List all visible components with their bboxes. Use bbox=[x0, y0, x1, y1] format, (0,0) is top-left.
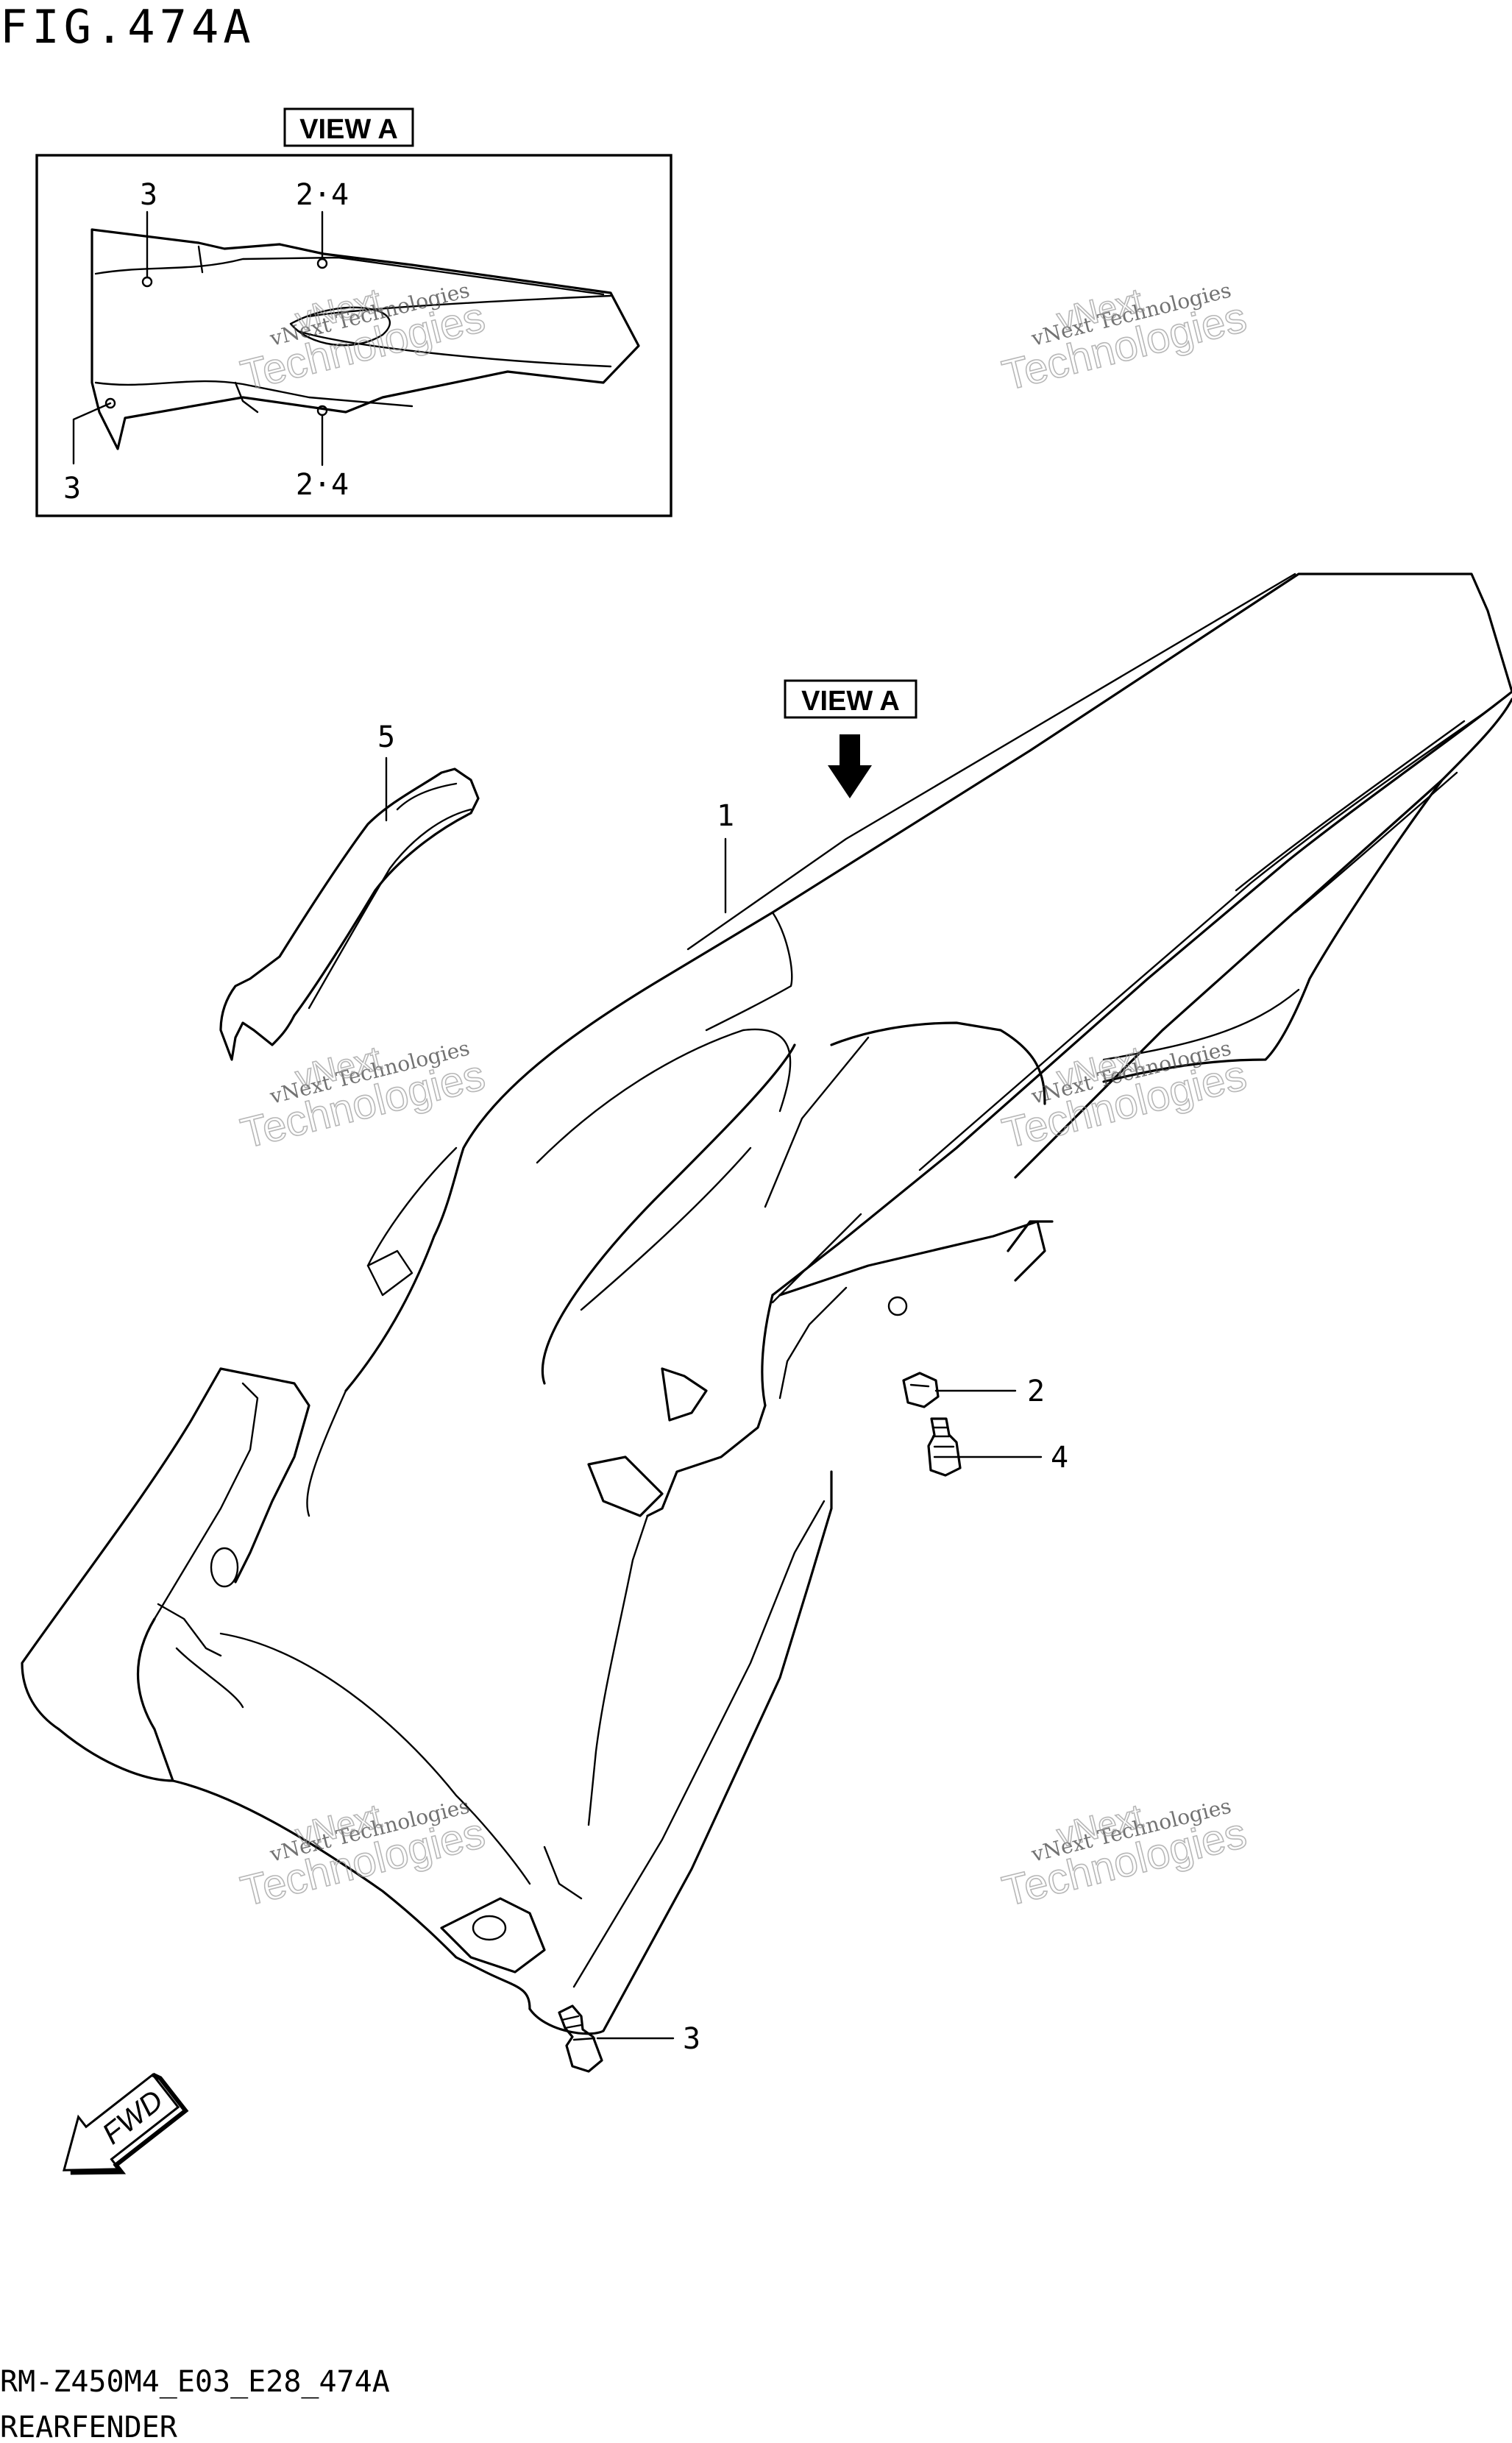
rear-fender-drawing bbox=[21, 572, 1512, 2035]
view-a-arrow-group: VIEW A bbox=[784, 679, 918, 798]
callout-24-inset-bottom: 2·4 bbox=[296, 468, 349, 502]
view-a-frame bbox=[35, 154, 672, 517]
inset-fender-outline bbox=[90, 228, 640, 450]
callout-part-1: 1 bbox=[717, 799, 734, 833]
footer-name: REARFENDER bbox=[0, 2411, 178, 2443]
callout-24-inset-top: 2·4 bbox=[296, 178, 349, 212]
callout-part-5: 5 bbox=[377, 720, 395, 754]
callout-part-3: 3 bbox=[683, 2022, 700, 2056]
view-a-arrow-label: VIEW A bbox=[801, 686, 900, 717]
bolt-part-4 bbox=[927, 1417, 962, 1477]
callout-part-4: 4 bbox=[1051, 1441, 1068, 1475]
view-a-label: VIEW A bbox=[299, 114, 398, 145]
down-arrow-icon bbox=[828, 734, 872, 798]
watermark: vNext Technologies vNext Technologies vN… bbox=[235, 277, 1252, 1916]
view-a-label-box bbox=[283, 107, 414, 147]
bolt-part-3 bbox=[558, 2004, 603, 2073]
fwd-arrow-icon: FWD bbox=[62, 2072, 189, 2175]
figure-title: FIG.474A bbox=[0, 0, 255, 54]
view-a-inset: VIEW A 3 2·4 3 2·4 bbox=[35, 107, 672, 517]
footer-code: RM-Z450M4_E03_E28_474A bbox=[0, 2365, 390, 2399]
nut-part-2 bbox=[902, 1372, 940, 1408]
callout-3-inset-bottom: 3 bbox=[63, 472, 81, 506]
callout-part-2: 2 bbox=[1027, 1375, 1045, 1408]
view-a-arrow-box bbox=[784, 679, 918, 719]
callout-3-inset-top: 3 bbox=[140, 178, 157, 212]
part-5-clip bbox=[219, 767, 480, 1061]
